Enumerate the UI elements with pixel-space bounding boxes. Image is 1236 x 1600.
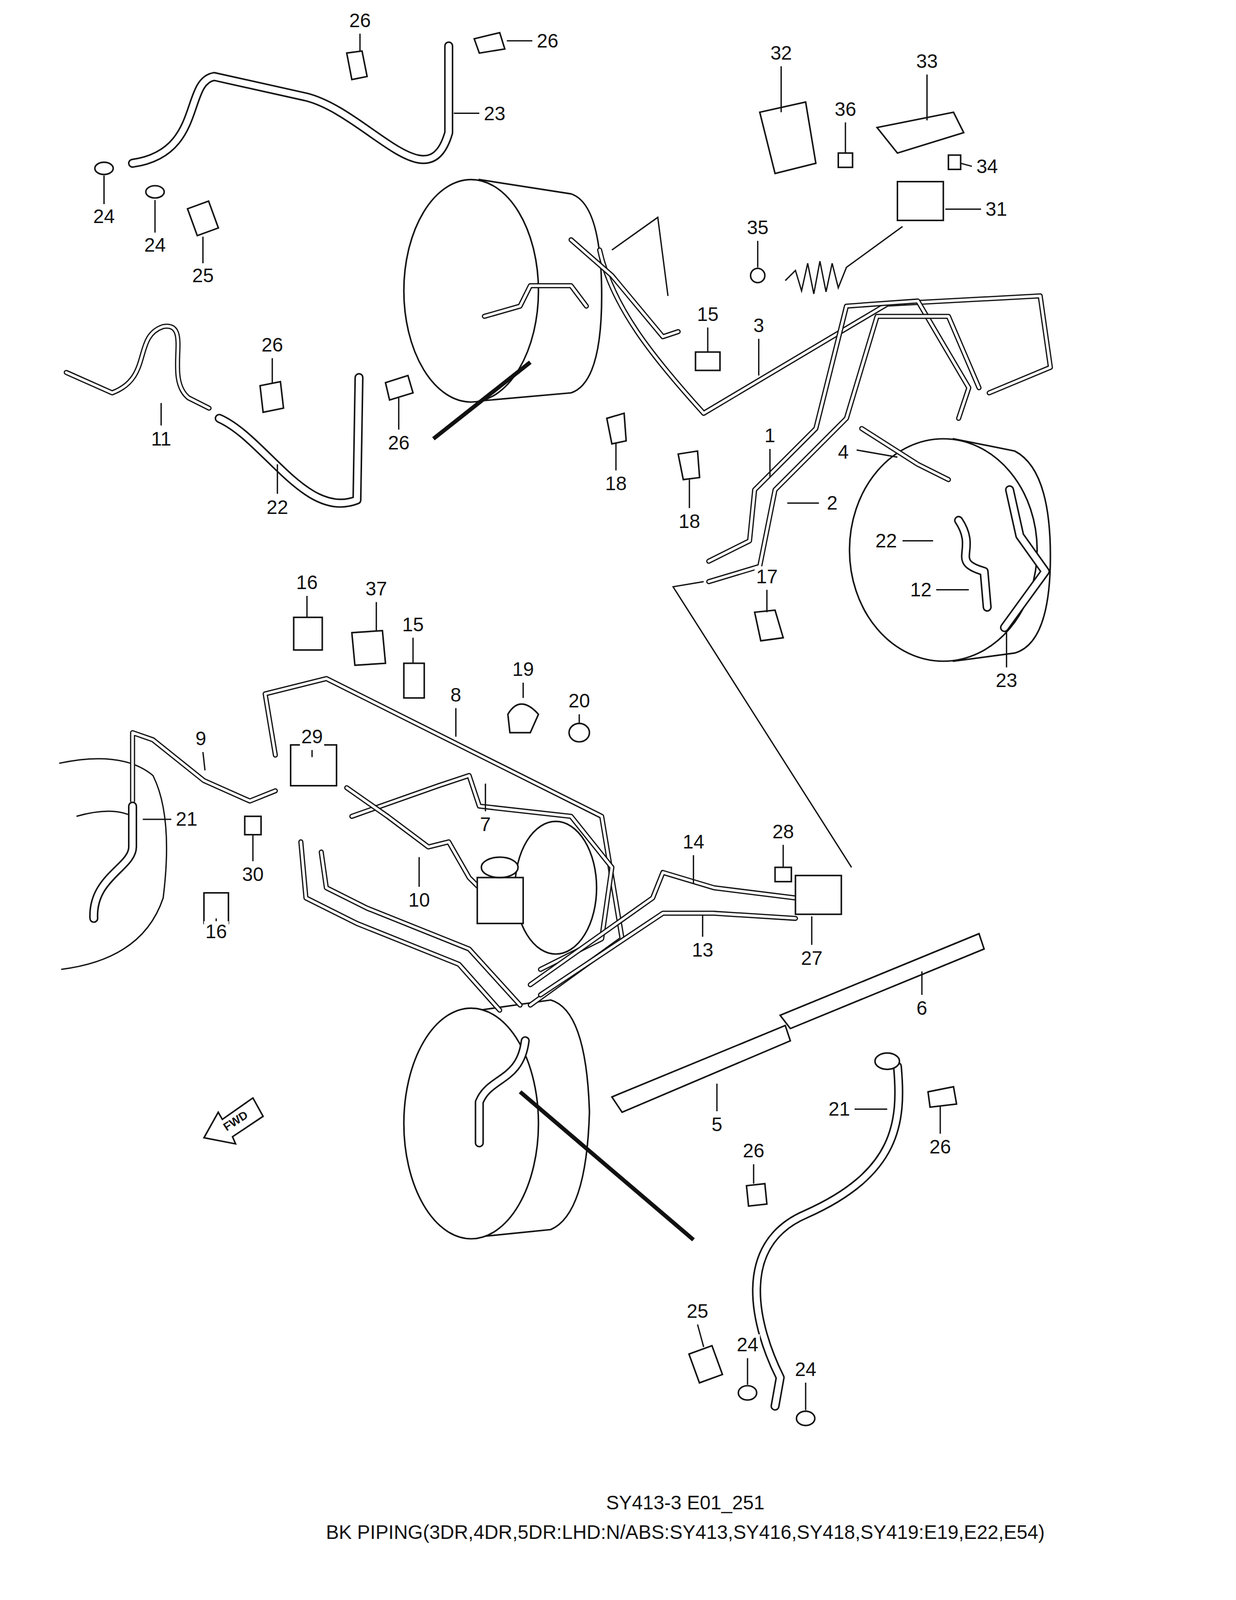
callout-number: 4	[836, 441, 851, 462]
callout-number: 29	[300, 726, 325, 747]
callout-number: 26	[535, 30, 561, 51]
figure-caption: BK PIPING(3DR,4DR,5DR:LHD:N/ABS:SY413,SY…	[325, 1521, 1045, 1543]
callout-number: 19	[510, 658, 536, 680]
callout-number: 21	[826, 1098, 852, 1119]
callout-number: 18	[677, 510, 702, 532]
callout-number: 26	[386, 432, 412, 453]
callout-number: 36	[833, 98, 858, 120]
callout-number: 30	[240, 863, 266, 885]
callout-number: 28	[771, 821, 796, 842]
figure-code: SY413-3 E01_251	[604, 1491, 766, 1513]
callout-number: 24	[735, 1333, 761, 1355]
callout-number: 1	[762, 425, 777, 446]
callout-number: 2	[825, 492, 840, 513]
callout-number: 37	[364, 578, 389, 599]
callout-number: 22	[873, 530, 899, 551]
callout-number: 9	[193, 728, 208, 749]
callout-number: 14	[681, 831, 706, 852]
callout-number: 33	[914, 50, 940, 72]
leader-lines	[104, 33, 1007, 1410]
callout-number: 22	[265, 496, 290, 518]
callout-number: 24	[142, 234, 168, 255]
callout-number: 26	[260, 334, 286, 355]
callout-number: 12	[908, 579, 934, 600]
callout-number: 5	[710, 1113, 724, 1135]
callout-number: 13	[690, 939, 715, 960]
callout-number: 8	[448, 684, 463, 705]
brake-hoses	[93, 46, 1046, 1406]
callout-number: 27	[799, 947, 825, 968]
callout-number: 10	[406, 889, 432, 910]
callout-number: 16	[294, 571, 320, 593]
callout-number: 26	[347, 10, 373, 31]
callout-number: 21	[174, 808, 200, 829]
callout-number: 3	[751, 315, 766, 336]
brake-pipes	[66, 239, 1051, 1011]
callout-number: 25	[190, 265, 216, 286]
callout-number: 35	[745, 217, 771, 238]
callout-number: 18	[603, 473, 629, 494]
callout-number: 16	[204, 920, 229, 942]
callout-number: 26	[741, 1140, 767, 1161]
callout-number: 11	[149, 428, 174, 449]
callout-number: 7	[478, 813, 492, 835]
callout-number: 25	[685, 1300, 711, 1321]
callout-number: 23	[482, 103, 508, 124]
callout-number: 32	[768, 42, 794, 64]
callout-number: 24	[793, 1358, 819, 1379]
callout-number: 31	[983, 198, 1009, 220]
callout-number: 6	[915, 997, 929, 1018]
callout-number: 24	[91, 206, 117, 227]
callout-number: 15	[400, 614, 426, 635]
callout-number: 20	[567, 690, 592, 711]
fittings	[95, 32, 985, 1426]
callout-number: 17	[754, 566, 780, 587]
callout-number: 34	[974, 156, 1000, 177]
callout-number: 26	[928, 1136, 953, 1157]
callout-number: 15	[695, 303, 721, 325]
callout-number: 23	[994, 669, 1019, 691]
